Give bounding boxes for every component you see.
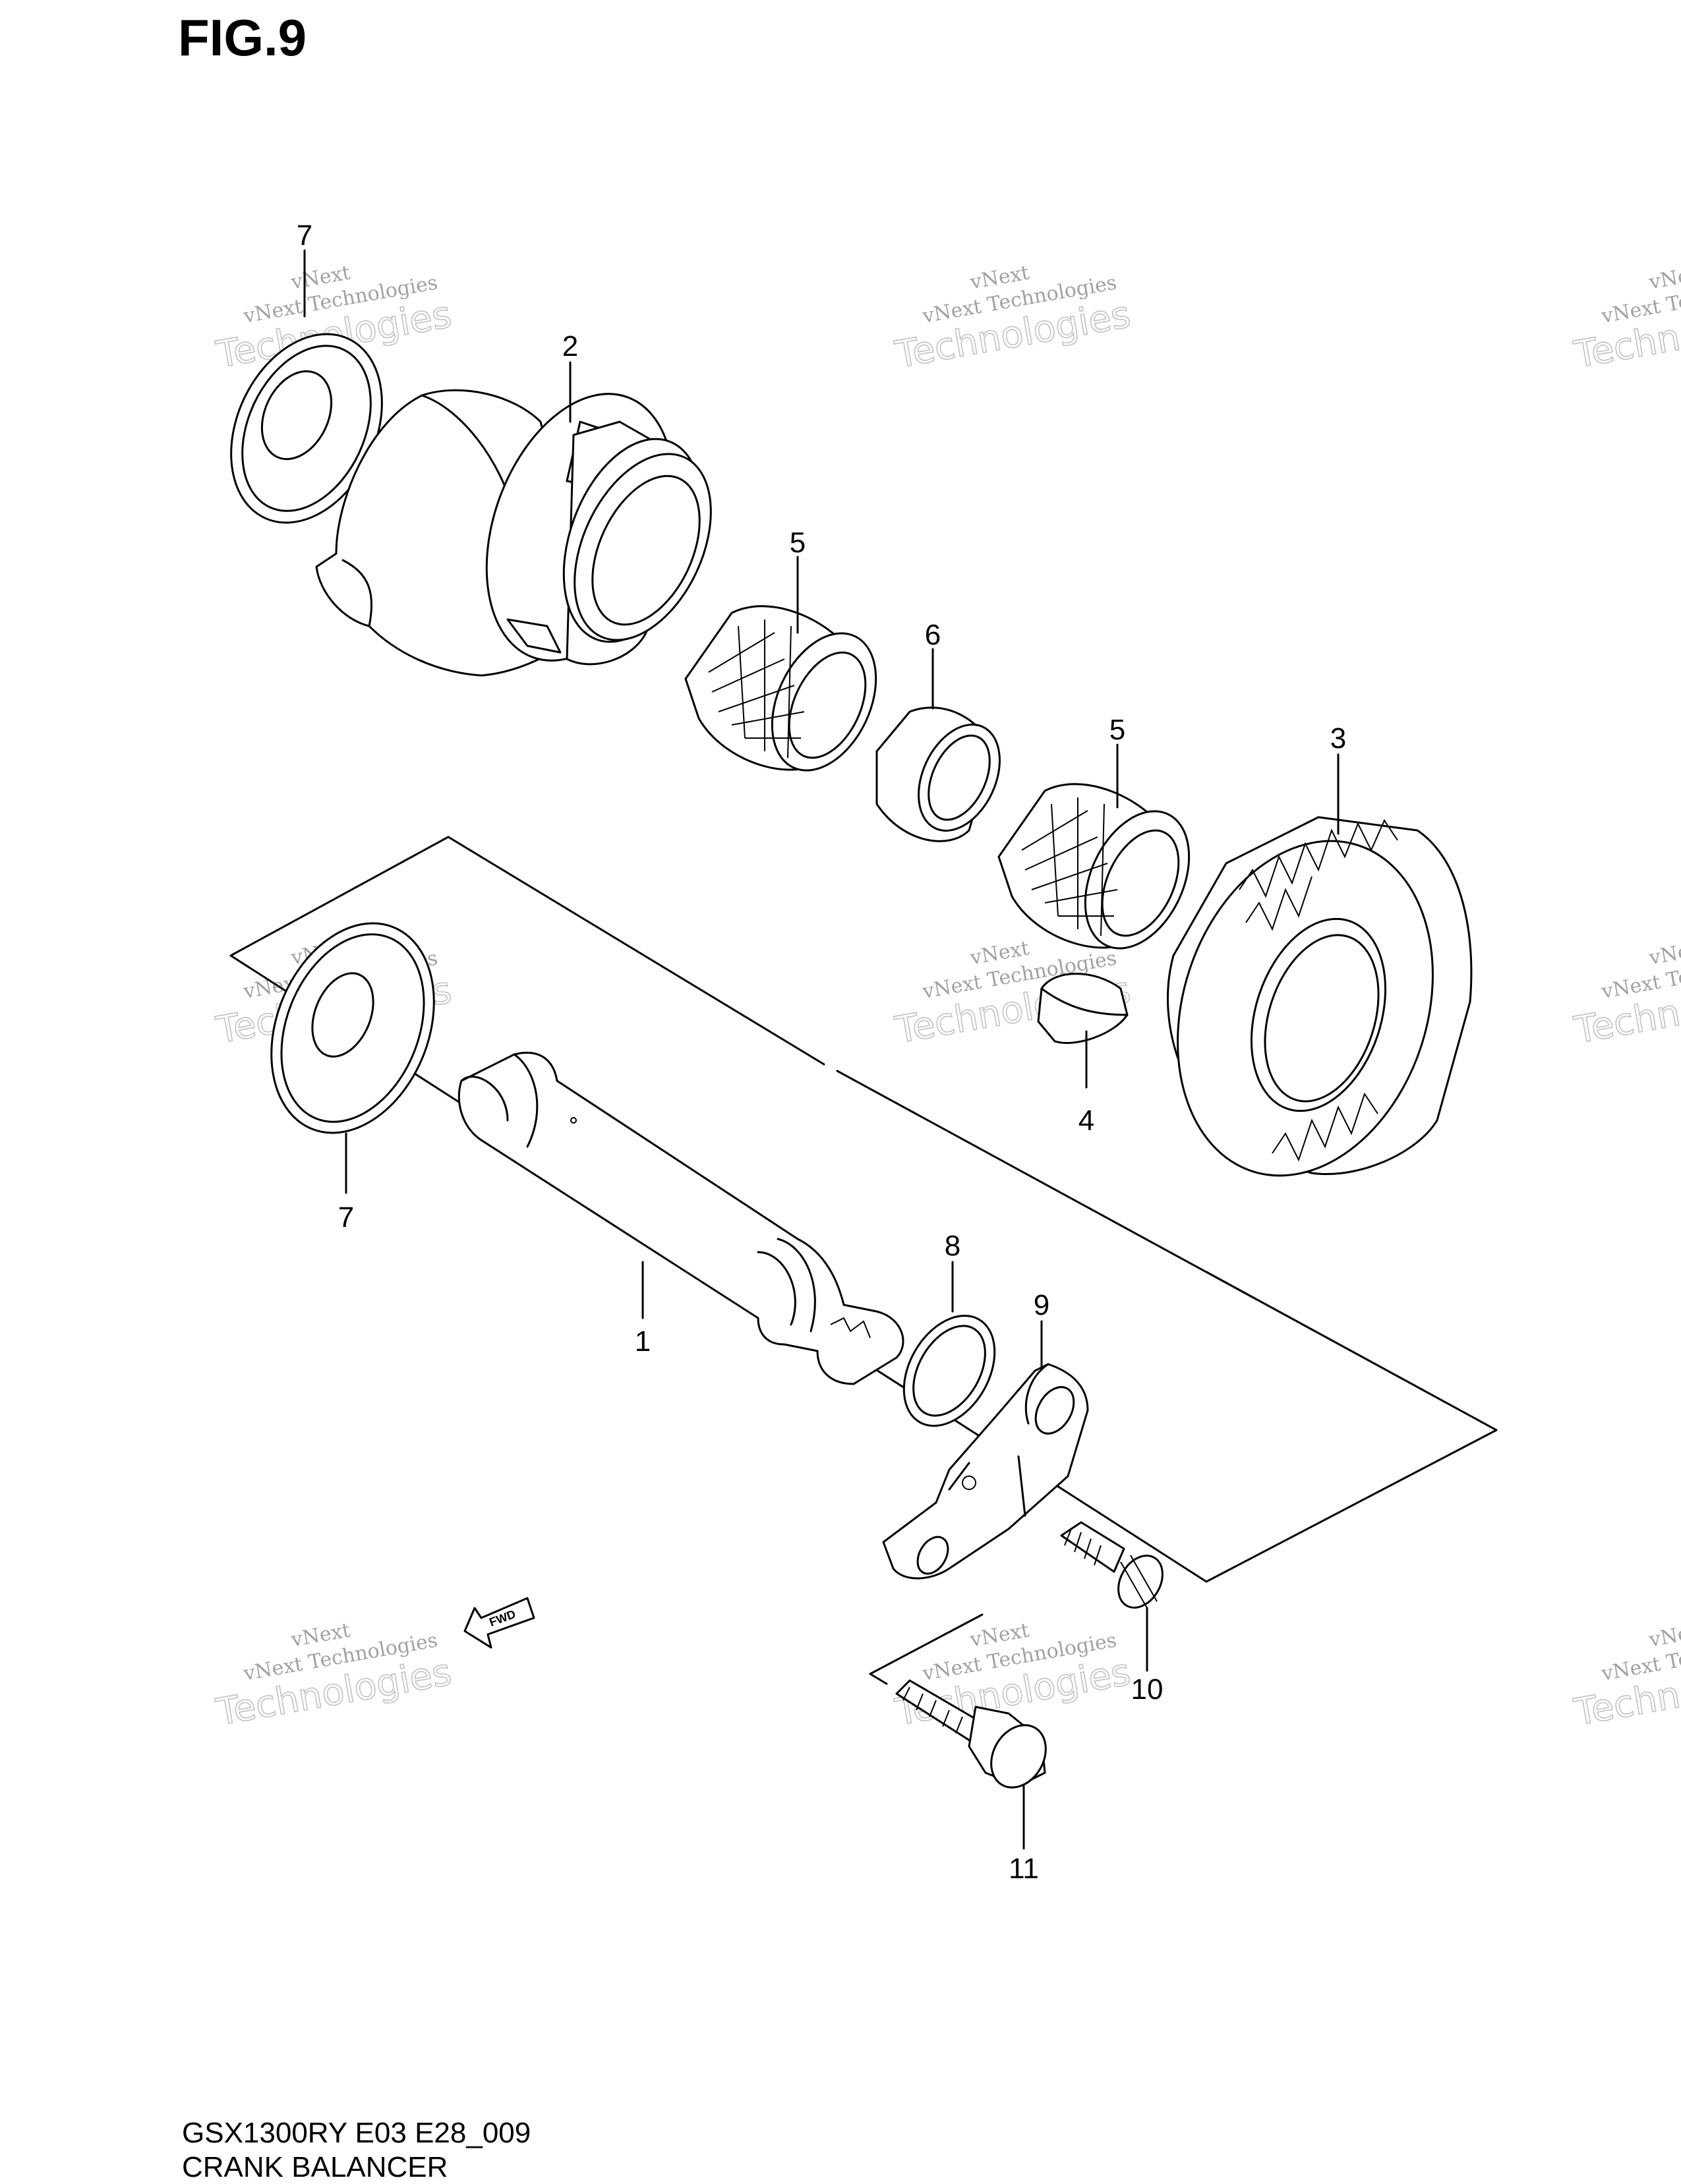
watermark-line1: vNext	[1647, 936, 1681, 969]
needle-bearing-1	[684, 605, 877, 772]
fwd-arrow: FWD	[463, 1597, 535, 1649]
watermark: vNext vNext Technologies Technologies	[212, 1619, 455, 1735]
watermark: vNext vNext Technologies Technologies	[1570, 1619, 1681, 1735]
washer	[902, 1314, 996, 1427]
watermark-line1: vNext	[1647, 261, 1681, 294]
oil-seal-top	[230, 333, 383, 524]
callout-2: 2	[562, 330, 578, 362]
callout-7: 7	[297, 219, 312, 252]
callout-5: 5	[790, 527, 806, 559]
watermark: vNext vNext Technologies Technologies	[891, 261, 1134, 377]
spacer	[875, 706, 1001, 842]
callout-9: 9	[1034, 1289, 1049, 1321]
callout-3: 3	[1330, 722, 1346, 755]
figure-title: FIG.9	[178, 9, 307, 67]
balancer-lever	[882, 1363, 1089, 1580]
callout-7: 7	[338, 1201, 354, 1234]
woodruff-key	[1037, 973, 1129, 1045]
balancer-gear	[1167, 816, 1473, 1177]
balancer-shaft	[457, 1051, 904, 1385]
callout-5: 5	[1109, 714, 1125, 746]
callouts: 7 2 5 6 5 3 4 7 1 8 9 10 11	[297, 219, 1346, 1885]
watermark: vNext vNext Technologies Technologies	[1570, 261, 1681, 377]
lower-bracket-outline	[869, 1613, 984, 1685]
watermark-line1: vNext	[1647, 1619, 1681, 1652]
balancer-weight	[315, 389, 712, 677]
callout-8: 8	[945, 1230, 960, 1262]
callout-4: 4	[1078, 1105, 1094, 1137]
flange-bolt	[895, 1679, 1047, 1789]
oil-seal-bottom	[270, 922, 435, 1134]
needle-bearing-2	[997, 783, 1191, 950]
diagram-name: CRANK BALANCER	[182, 2151, 448, 2183]
callout-1: 1	[635, 1325, 651, 1358]
screw	[1060, 1521, 1164, 1609]
callout-10: 10	[1131, 1673, 1164, 1706]
callout-6: 6	[925, 619, 941, 651]
diagram-code: GSX1300RY E03 E28_009	[182, 2117, 531, 2149]
watermark: vNext vNext Technologies Technologies	[1570, 936, 1681, 1052]
callout-11: 11	[1009, 1853, 1039, 1885]
leader-lines	[303, 249, 1340, 1850]
